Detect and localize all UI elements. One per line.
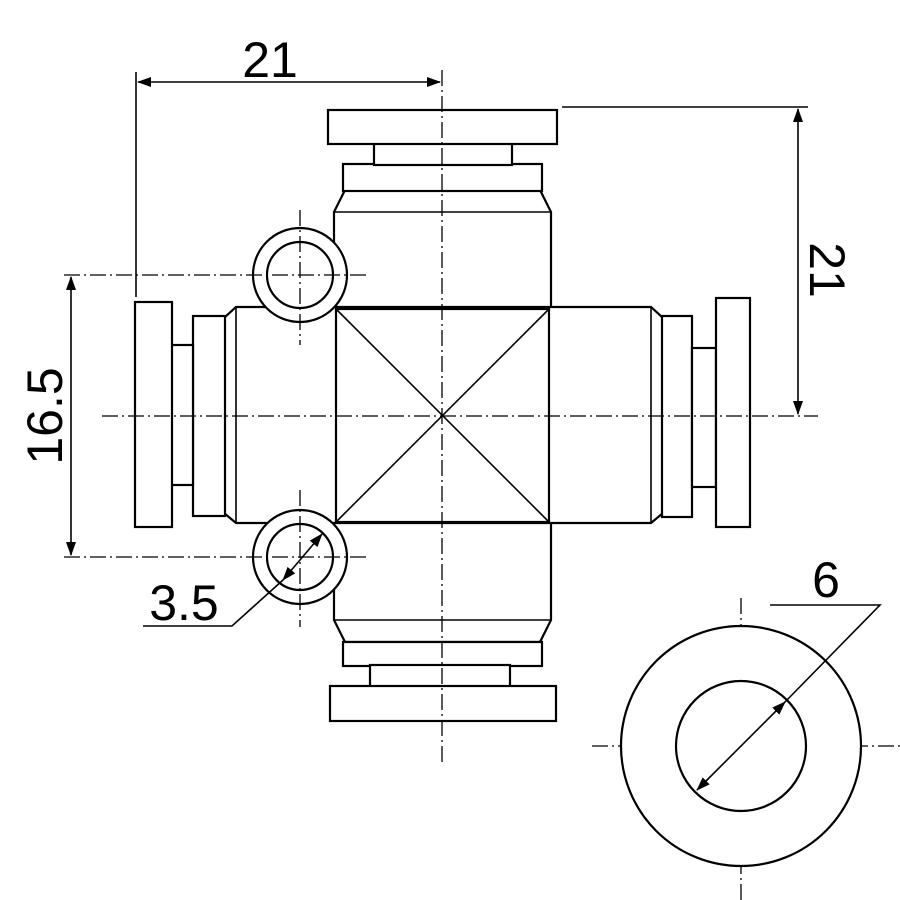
dimension-hole-diameter: 3.5 [143, 533, 323, 631]
hole-spacing-label: 16.5 [17, 367, 73, 464]
left-release-ring [133, 300, 174, 529]
dimension-top-width: 21 [135, 32, 441, 297]
top-neck [372, 141, 514, 167]
top-width-label: 21 [242, 32, 298, 88]
dimension-right-height: 21 [562, 106, 855, 415]
end-view: 6 [619, 552, 882, 868]
cross-fitting-front-view [133, 108, 752, 723]
left-neck [169, 343, 195, 487]
tube-diameter-label: 6 [812, 552, 840, 608]
right-release-ring [714, 296, 752, 529]
hole-diameter-label: 3.5 [149, 575, 219, 631]
right-height-label: 21 [799, 242, 855, 298]
bottom-neck [368, 663, 512, 689]
right-neck [690, 346, 718, 489]
dimension-hole-spacing: 16.5 [17, 276, 76, 556]
bottom-release-ring [328, 684, 558, 723]
